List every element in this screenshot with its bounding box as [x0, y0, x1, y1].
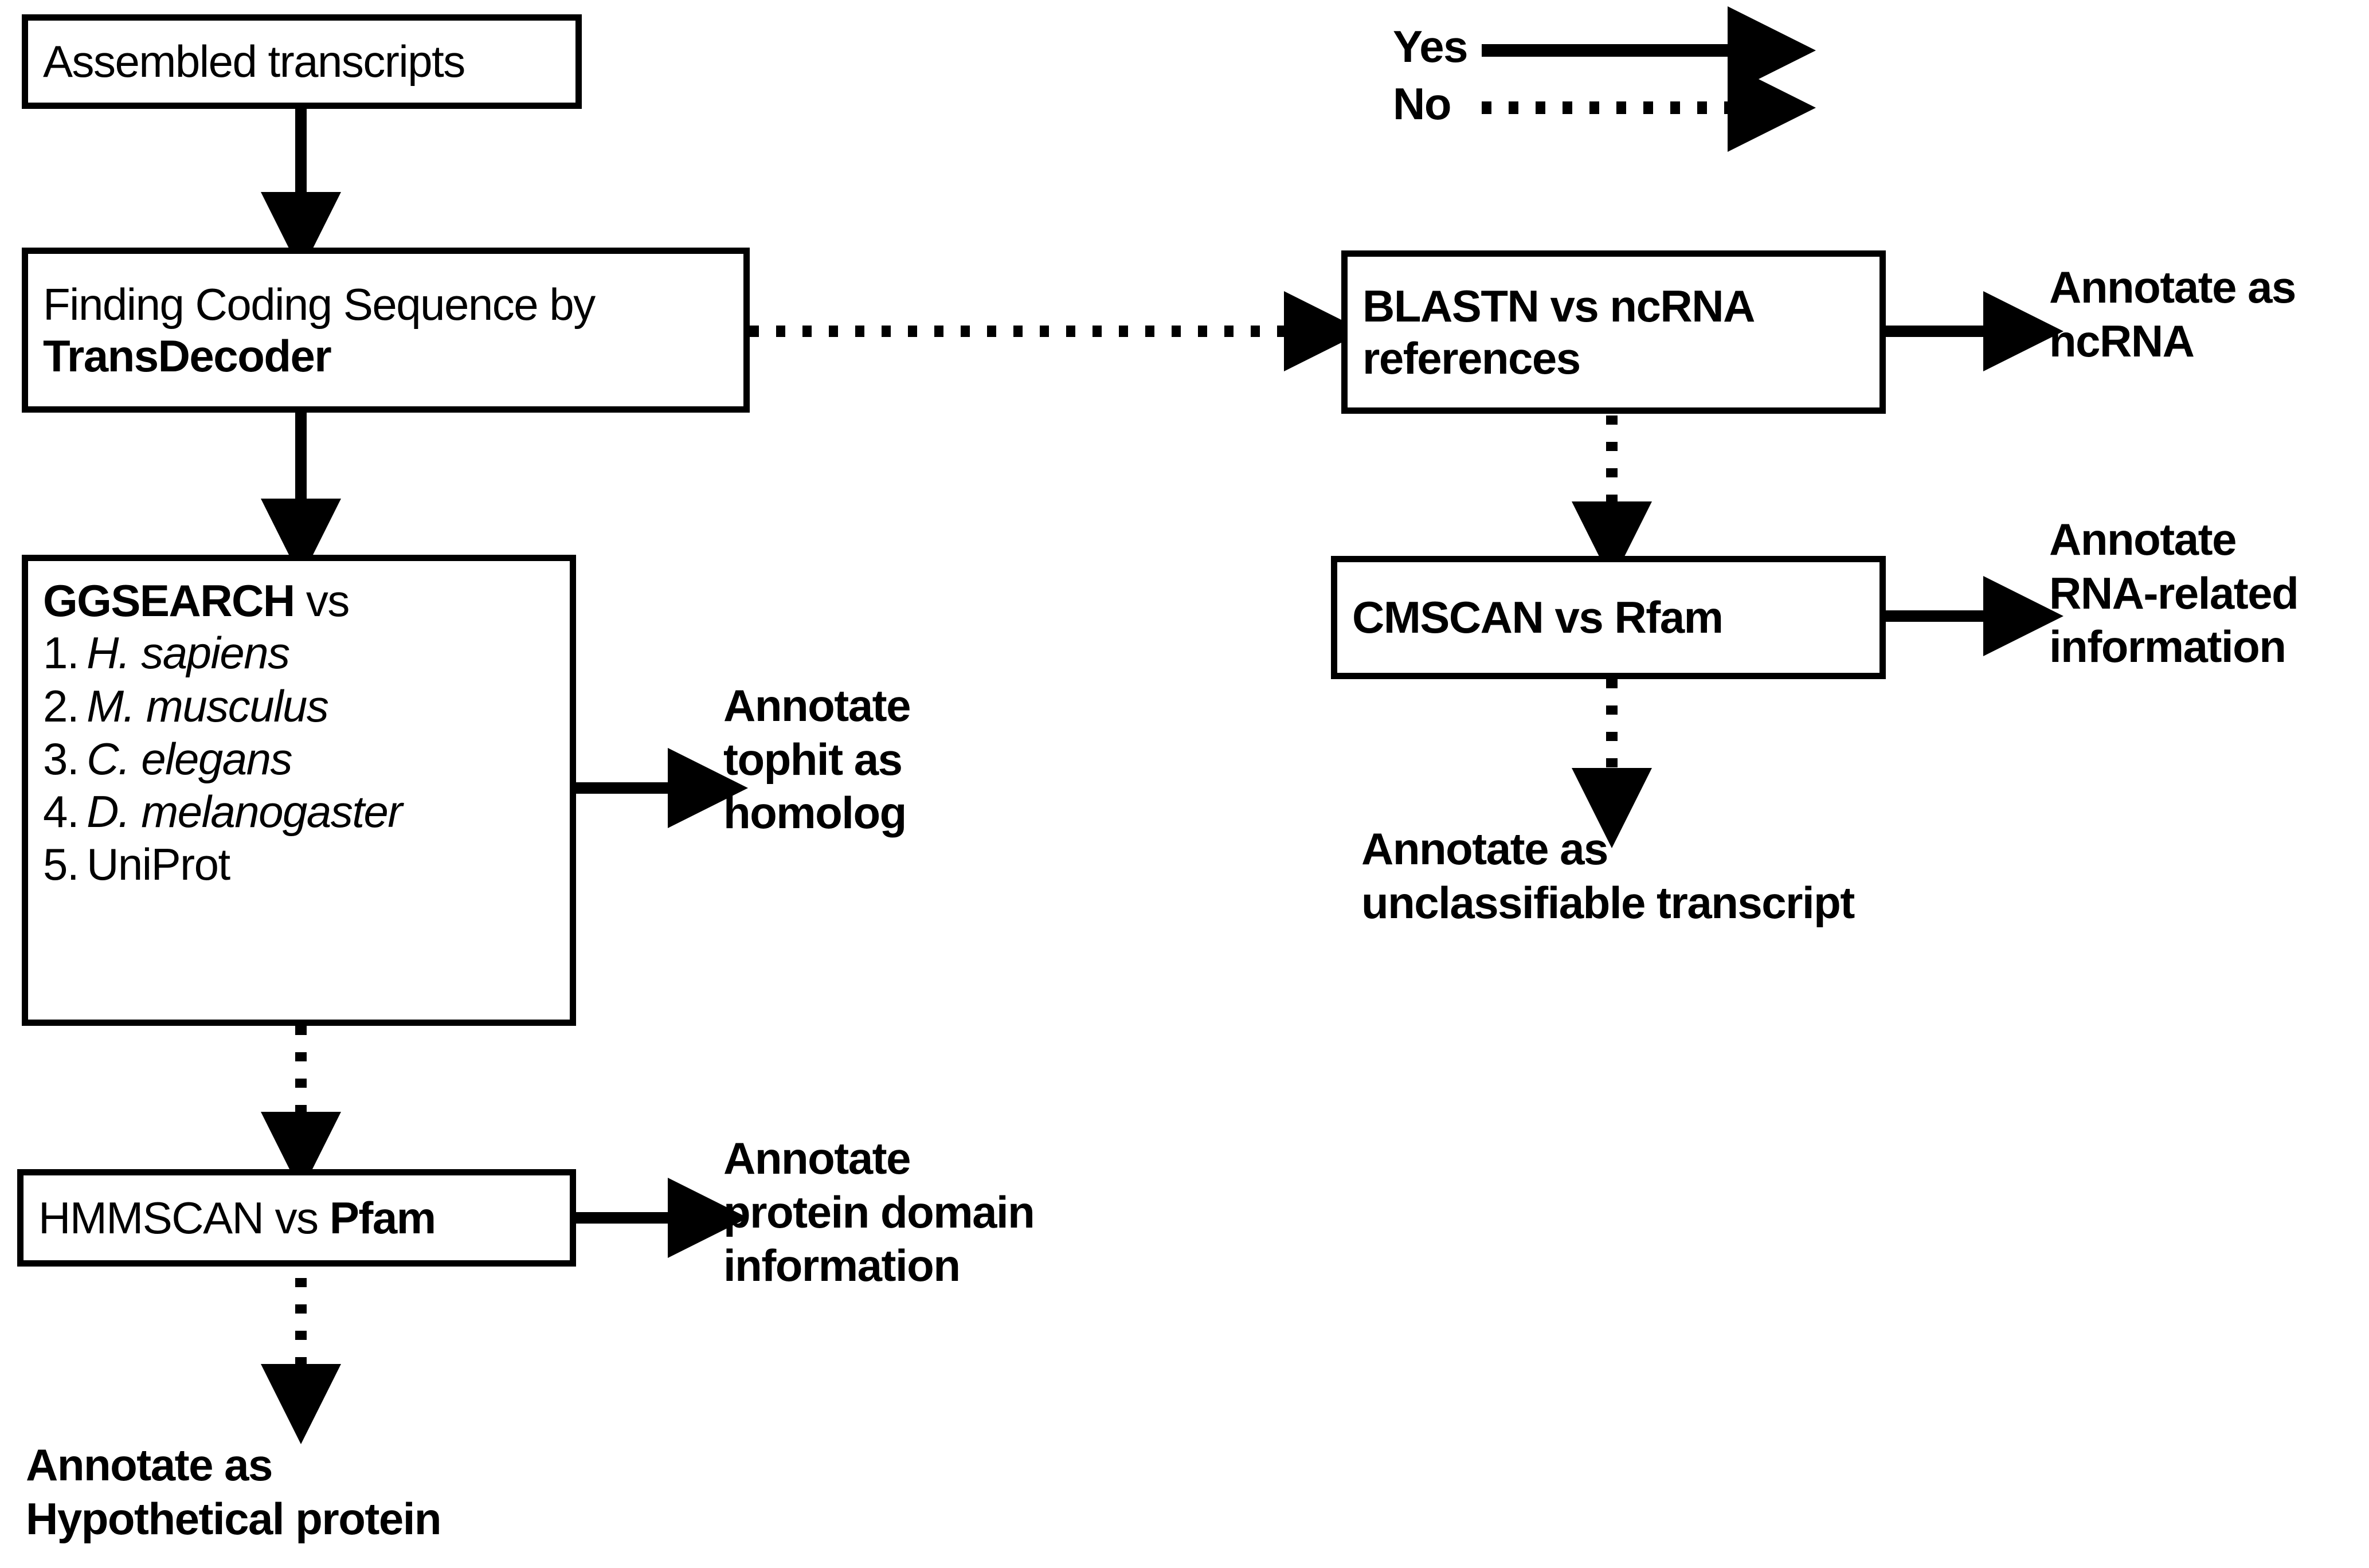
output-annotate-hypothetical-line1: Annotate as: [26, 1440, 273, 1490]
output-annotate-ncrna-line1: Annotate as: [2049, 262, 2296, 312]
ggsearch-item-1-number: 1.: [43, 628, 80, 679]
list-item: 5. UniProt: [28, 838, 570, 891]
output-annotate-unclassifiable-line2: unclassifiable transcript: [1361, 877, 1855, 928]
output-annotate-unclassifiable-line1: Annotate as: [1361, 824, 1608, 874]
output-annotate-rna-related-line1: Annotate: [2049, 514, 2237, 565]
ggsearch-item-1-name: H. sapiens: [87, 628, 290, 679]
node-blastn-line2: references: [1362, 332, 1581, 383]
output-annotate-unclassifiable: Annotate as unclassifiable transcript: [1361, 822, 1855, 930]
node-hmmscan-part2: vs: [263, 1192, 330, 1243]
ggsearch-item-3-name: C. elegans: [87, 733, 292, 784]
node-cmscan-line1: CMSCAN vs Rfam: [1352, 592, 1724, 643]
node-ggsearch[interactable]: GGSEARCH vs 1. H. sapiens 2. M. musculus…: [22, 555, 576, 1026]
legend-no-label: No: [1393, 79, 1451, 129]
node-transdecoder-line1: Finding Coding Sequence by: [43, 279, 596, 330]
output-annotate-hypothetical-line2: Hypothetical protein: [26, 1493, 442, 1544]
node-hmmscan-part3: Pfam: [329, 1192, 436, 1243]
ggsearch-item-2-number: 2.: [43, 680, 80, 731]
legend-yes-label: Yes: [1393, 21, 1468, 72]
node-blastn-line1: BLASTN vs ncRNA: [1362, 281, 1755, 332]
ggsearch-item-2-name: M. musculus: [87, 680, 329, 731]
node-assembled-transcripts[interactable]: Assembled transcripts: [22, 14, 582, 109]
output-annotate-homolog-line3: homolog: [723, 787, 907, 838]
output-annotate-ncrna-line2: ncRNA: [2049, 315, 2195, 366]
output-annotate-protein-domain: Annotate protein domain information: [723, 1132, 1035, 1293]
output-annotate-homolog-line2: tophit as: [723, 734, 903, 785]
ggsearch-item-4-number: 4.: [43, 786, 80, 837]
output-annotate-rna-related-line2: RNA-related: [2049, 567, 2299, 618]
output-annotate-hypothetical: Annotate as Hypothetical protein: [26, 1438, 442, 1546]
node-assembled-transcripts-label: Assembled transcripts: [43, 36, 465, 87]
output-annotate-protein-domain-line2: protein domain: [723, 1186, 1035, 1237]
output-annotate-rna-related: Annotate RNA-related information: [2049, 513, 2299, 674]
node-transdecoder[interactable]: Finding Coding Sequence by TransDecoder: [22, 248, 750, 413]
output-annotate-rna-related-line3: information: [2049, 621, 2286, 672]
node-transdecoder-line2: TransDecoder: [43, 331, 332, 381]
node-hmmscan-label: HMMSCAN vs Pfam: [24, 1192, 570, 1244]
list-item: 3. C. elegans: [28, 732, 570, 785]
node-hmmscan-part1: HMMSCAN: [38, 1192, 264, 1243]
ggsearch-item-5-name: UniProt: [87, 838, 230, 889]
node-ggsearch-header: GGSEARCH vs: [28, 575, 570, 626]
output-annotate-protein-domain-line1: Annotate: [723, 1133, 911, 1183]
output-annotate-ncrna: Annotate as ncRNA: [2049, 261, 2296, 368]
node-cmscan[interactable]: CMSCAN vs Rfam: [1331, 556, 1886, 679]
list-item: 2. M. musculus: [28, 680, 570, 732]
node-blastn[interactable]: BLASTN vs ncRNA references: [1341, 250, 1886, 414]
ggsearch-item-5-number: 5.: [43, 838, 80, 889]
ggsearch-item-4-name: D. melanogaster: [87, 786, 402, 837]
node-ggsearch-header-bold: GGSEARCH: [43, 575, 295, 626]
output-annotate-homolog-line1: Annotate: [723, 680, 911, 731]
node-ggsearch-header-rest: vs: [294, 575, 350, 626]
node-hmmscan[interactable]: HMMSCAN vs Pfam: [17, 1169, 576, 1267]
list-item: 1. H. sapiens: [28, 626, 570, 679]
output-annotate-protein-domain-line3: information: [723, 1240, 961, 1291]
ggsearch-item-3-number: 3.: [43, 733, 80, 784]
list-item: 4. D. melanogaster: [28, 785, 570, 838]
output-annotate-homolog: Annotate tophit as homolog: [723, 679, 911, 840]
